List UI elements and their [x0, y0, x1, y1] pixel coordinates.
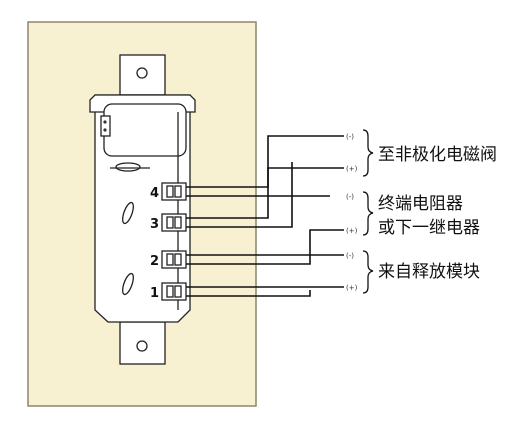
bottom-mounting-tab	[119, 321, 166, 365]
indicator-window	[103, 103, 187, 157]
terminal-1-number: 1	[150, 286, 159, 301]
terminal-4-number: 4	[150, 186, 159, 201]
label-release-module: 来自释放模块	[378, 262, 480, 282]
terminal-3: 3	[150, 213, 187, 232]
center-port	[115, 162, 141, 172]
brace-resistor	[362, 191, 374, 236]
label-solenoid: 至非极化电磁阀	[378, 145, 497, 165]
terminal-3-number: 3	[150, 217, 159, 232]
resistor-plus: (+)	[346, 227, 358, 235]
release-minus: (-)	[346, 252, 354, 260]
terminal-2-number: 2	[150, 254, 159, 269]
wire-t3-top	[186, 167, 344, 219]
terminal-1: 1	[150, 282, 187, 301]
wires	[186, 135, 344, 297]
lower-side-slot	[122, 272, 134, 296]
wire-t3-bottom	[186, 162, 293, 228]
terminal-4: 4	[150, 182, 187, 201]
wire-t4-top	[186, 135, 344, 188]
top-screw-hole	[136, 67, 148, 79]
solenoid-minus: (-)	[346, 133, 354, 141]
terminal-2: 2	[150, 250, 187, 269]
release-plus: (+)	[346, 284, 358, 292]
label-end-resistor: 终端电阻器	[378, 194, 463, 214]
wire-t1-bottom	[186, 290, 311, 297]
upper-side-slot	[122, 201, 134, 225]
brace-solenoid	[362, 129, 374, 177]
label-next-relay: 或下一继电器	[378, 218, 480, 238]
led-indicator	[103, 120, 107, 124]
solenoid-plus: (+)	[346, 165, 358, 173]
brace-release	[362, 250, 374, 294]
top-mounting-tab	[119, 54, 166, 96]
wire-t2-bottom	[186, 229, 344, 265]
bottom-screw-hole	[136, 340, 148, 352]
resistor-minus: (-)	[346, 193, 354, 201]
